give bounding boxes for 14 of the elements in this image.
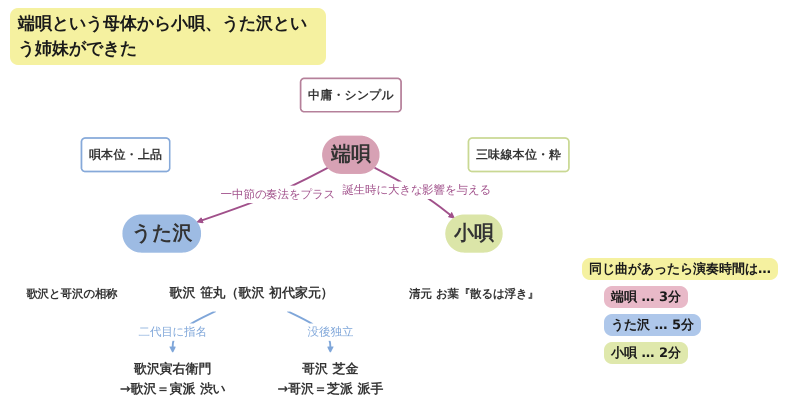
node-text: 哥沢 芝金 →哥沢＝芝派 派手 — [277, 362, 384, 396]
node-label: 歌沢と哥沢の相称 — [26, 286, 118, 301]
duration-note: 端唄 … 3分 — [604, 286, 688, 308]
heading: 端唄という母体から小唄、うた沢という姉妹ができた — [10, 8, 326, 66]
edge-label: 二代目に指名 — [138, 324, 207, 339]
edge-label: 誕生時に大きな影響を与える — [342, 183, 491, 197]
node-label: 清元 お葉『散るは浮き』 — [409, 286, 539, 301]
node-text: 歌沢 笹丸（歌沢 初代家元） — [169, 286, 334, 301]
duration-note: 小唄 … 2分 — [604, 342, 688, 364]
duration-note: うた沢 … 5分 — [604, 314, 702, 336]
edge-label: 一中節の奏法をプラス — [220, 187, 335, 201]
edge-label: 没後独立 — [308, 324, 354, 339]
note-text: 同じ曲があったら演奏時間は… — [582, 258, 778, 280]
node-text: 歌沢寅右衛門 →歌沢＝寅派 渋い — [120, 362, 226, 396]
